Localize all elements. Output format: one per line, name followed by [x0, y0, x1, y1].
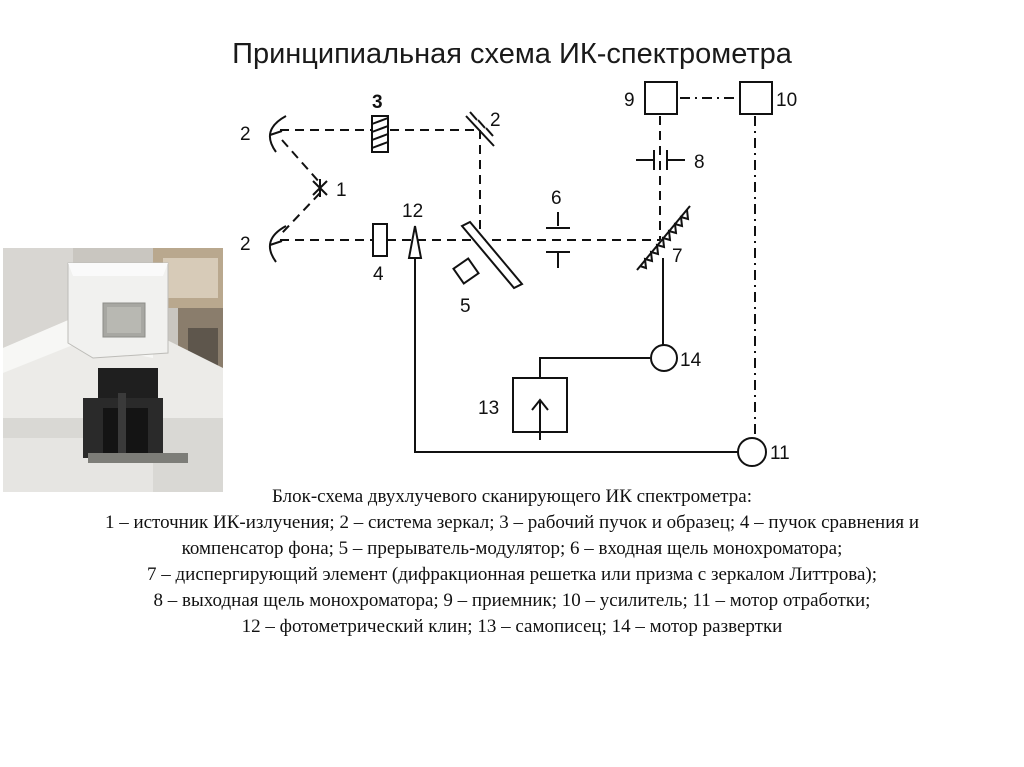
chopper-block: [452, 257, 480, 285]
caption-line: 8 – выходная щель монохроматора; 9 – при…: [153, 590, 871, 611]
caption-line: компенсатор фона; 5 – прерыватель-модуля…: [181, 538, 843, 559]
mirror-top-right: [465, 111, 495, 147]
servo-motor-circle: [737, 437, 767, 467]
signal-links: [680, 97, 756, 437]
caption-line: 7 – диспергирующий элемент (дифракционна…: [147, 564, 877, 585]
detector-box: [644, 81, 678, 115]
label-10: 10: [776, 90, 797, 111]
label-7: 7: [672, 246, 683, 267]
label-2c: 2: [490, 110, 501, 131]
scan-motor-circle: [650, 344, 678, 372]
photometric-wedge: [407, 225, 423, 259]
entrance-slit: [546, 212, 570, 268]
label-2b: 2: [240, 234, 251, 255]
caption-line: 12 – фотометрический клин; 13 – самописе…: [241, 616, 783, 637]
label-5: 5: [460, 296, 471, 317]
label-13: 13: [478, 398, 499, 419]
label-1: 1: [336, 180, 347, 201]
reference-cell: [372, 223, 388, 257]
exit-slit: [636, 150, 685, 170]
chopper-mirror: [460, 220, 524, 290]
label-4: 4: [373, 264, 384, 285]
source-star-icon: [312, 179, 328, 197]
label-3: 3: [372, 92, 383, 113]
label-14: 14: [680, 350, 702, 371]
amplifier-box: [739, 81, 773, 115]
label-12: 12: [402, 201, 423, 222]
mechanical-links: [414, 258, 738, 453]
mirror-top-left: [268, 115, 287, 153]
diffraction-grating: [636, 205, 691, 271]
beam-paths: [280, 116, 661, 241]
spectrometer-photo: [3, 248, 223, 492]
label-9: 9: [624, 90, 635, 111]
caption-line: Блок-схема двухлучевого сканирующего ИК …: [271, 486, 753, 507]
label-8: 8: [694, 152, 705, 173]
diagram-caption: Блок-схема двухлучевого сканирующего ИК …: [0, 484, 1024, 640]
mirror-bottom-left: [268, 225, 287, 263]
slide-title: Принципиальная схема ИК-спектрометра: [232, 38, 792, 70]
label-6: 6: [551, 188, 562, 209]
caption-line: 1 – источник ИК-излучения; 2 – система з…: [104, 512, 920, 533]
label-2a: 2: [240, 124, 251, 145]
label-11: 11: [770, 443, 790, 464]
